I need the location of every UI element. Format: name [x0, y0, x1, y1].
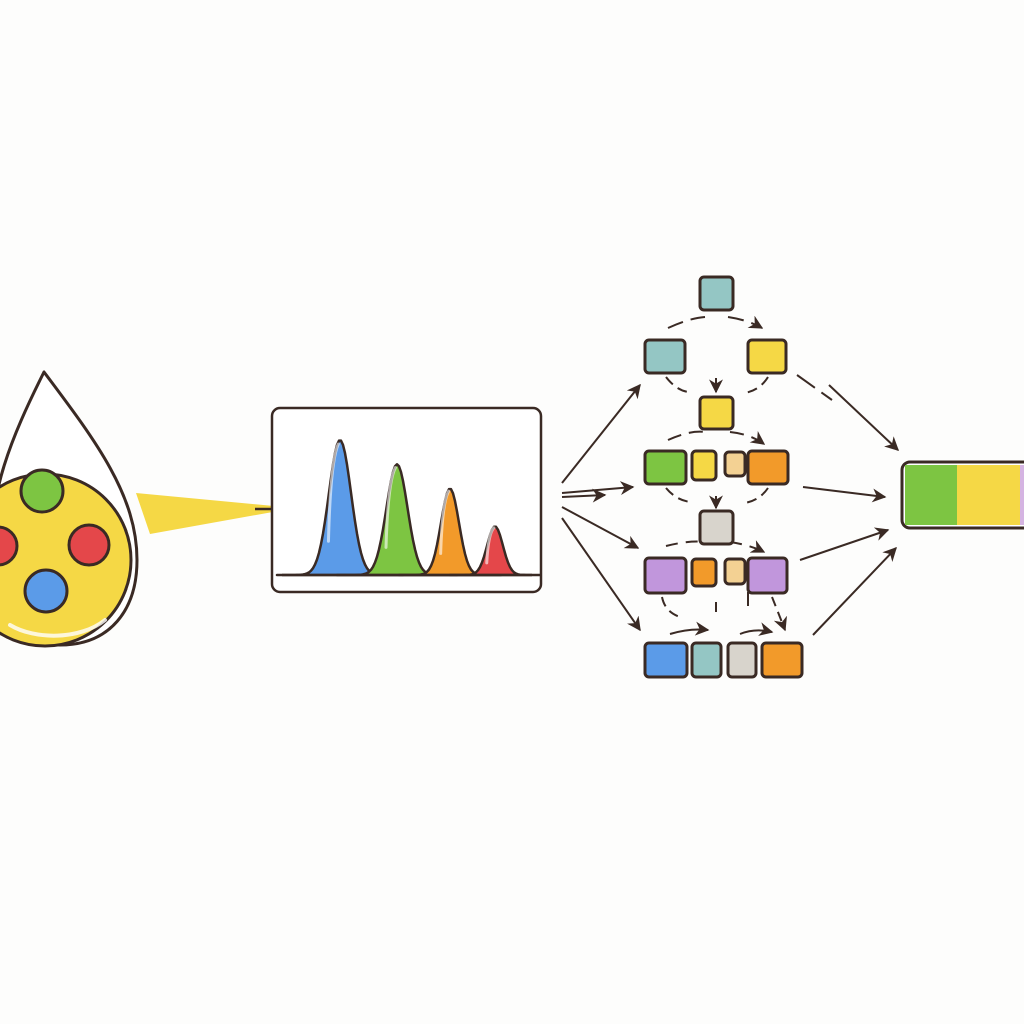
- network-node-n9: [698, 509, 735, 546]
- network-node-n2: [643, 338, 687, 375]
- connector: [744, 487, 769, 504]
- connector: [744, 376, 769, 394]
- blue-particle: [23, 568, 69, 614]
- connector: [661, 596, 681, 618]
- converge-arrow-2: [828, 384, 900, 451]
- network-node-n15: [690, 641, 723, 679]
- connector: [771, 596, 787, 632]
- converge-arrow-3: [802, 486, 887, 503]
- network-nodes: [643, 275, 804, 679]
- connector: [665, 376, 689, 393]
- fan-arrow-mid-lower: [561, 506, 640, 549]
- network-node-n14: [643, 641, 689, 679]
- result-bar-segments: [905, 465, 1024, 525]
- green-particle: [19, 468, 65, 514]
- connector: [667, 430, 706, 441]
- segment-yellow: [957, 465, 1020, 525]
- droplet-highlight: [8, 618, 107, 638]
- beam-shape: [136, 493, 295, 534]
- fan-arrow-bottom: [561, 517, 641, 632]
- network-node-n6: [690, 449, 718, 482]
- connector: [667, 316, 706, 329]
- result-bar: [900, 460, 1024, 530]
- connector: [665, 540, 706, 547]
- network-node-n12: [723, 557, 747, 586]
- converge-arrow-5: [812, 546, 897, 636]
- connector: [669, 621, 710, 636]
- network-node-n7: [723, 450, 747, 478]
- network-node-n1: [698, 275, 735, 312]
- spectrum-to-network-arrows: [561, 383, 641, 632]
- spectrum-panel: [270, 406, 543, 594]
- network-node-n13: [746, 556, 789, 595]
- peak-orange-highlight: [439, 489, 451, 555]
- segment-green: [905, 465, 957, 525]
- connector: [729, 540, 766, 553]
- sample-droplet: [0, 370, 139, 648]
- network-node-n3: [746, 338, 788, 375]
- red-particle-left: [0, 525, 19, 567]
- fan-arrow-mid-upper: [561, 481, 635, 496]
- network-node-n4: [698, 395, 735, 431]
- peak-green-highlight: [384, 466, 397, 549]
- network-node-n8: [746, 449, 790, 486]
- converge-arrow-4: [799, 527, 890, 561]
- network-node-n16: [726, 641, 758, 679]
- peak-red-highlight: [485, 526, 496, 565]
- connector: [729, 430, 766, 445]
- fan-arrow-top: [561, 383, 641, 484]
- peak-blue-highlight: [326, 442, 340, 543]
- network-node-n10: [643, 556, 688, 595]
- connector: [665, 487, 691, 503]
- segment-lavender: [1020, 465, 1024, 525]
- network-node-n17: [760, 641, 804, 679]
- network-node-n5: [643, 449, 688, 486]
- fan-arrow-mid: [561, 488, 607, 503]
- connector: [727, 315, 764, 329]
- network-node-n11: [690, 557, 718, 588]
- red-particle-right: [67, 523, 111, 567]
- connector: [739, 622, 774, 636]
- network-to-result-arrows: [796, 374, 900, 636]
- converge-arrow-1: [796, 374, 833, 401]
